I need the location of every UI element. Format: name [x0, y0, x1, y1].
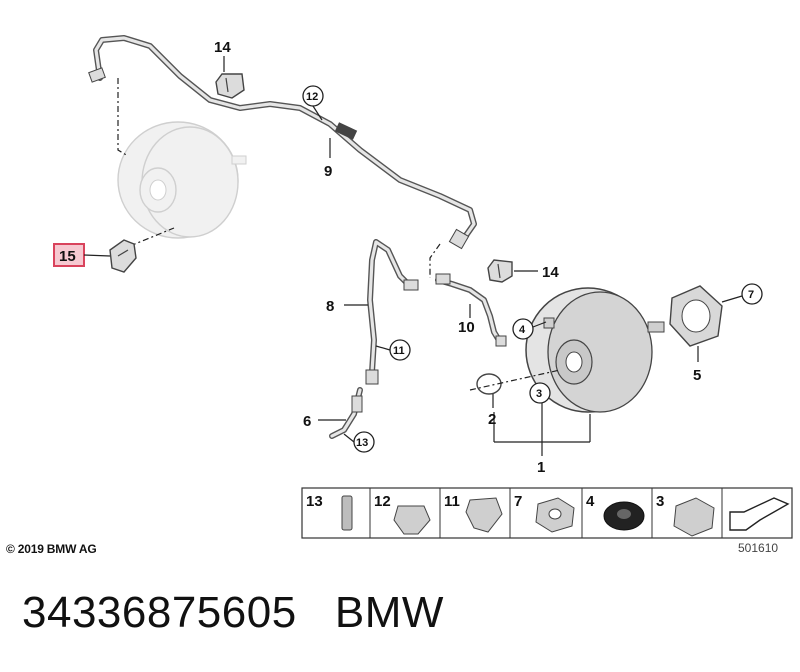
callout-8: 8	[326, 298, 334, 315]
copyright: © 2019 BMW AG	[6, 542, 97, 556]
centerline-upper-left	[117, 78, 129, 157]
svg-text:12: 12	[374, 493, 391, 510]
callout-13: 13	[356, 437, 368, 449]
callout-12: 12	[306, 91, 318, 103]
leader-7	[721, 295, 743, 303]
callout-3-circle	[529, 382, 551, 404]
centerline-valve	[129, 227, 175, 247]
callout-1: 1	[537, 459, 545, 476]
leader-13	[343, 433, 355, 443]
arrow-icon	[729, 497, 790, 531]
callout-10: 10	[458, 319, 475, 336]
callout-7: 7	[748, 289, 754, 301]
callout-4: 4	[519, 324, 526, 336]
callout-14-lower: 14	[542, 264, 559, 281]
ghost-brake-booster	[117, 121, 247, 239]
diagram-number: 501610	[738, 541, 779, 555]
part-2-o-ring[interactable]	[476, 373, 502, 395]
callout-5: 5	[693, 367, 701, 384]
part-number: 34336875605	[22, 588, 297, 637]
part-8-vacuum-hose[interactable]	[365, 239, 419, 385]
part-9-vacuum-hose[interactable]	[88, 35, 477, 250]
part-10-vacuum-hose[interactable]	[435, 273, 507, 347]
legend-item-13[interactable]: 13	[306, 493, 353, 531]
leader-11	[375, 345, 391, 351]
callout-14-upper: 14	[214, 39, 231, 56]
leader-4	[532, 321, 547, 328]
part-15-check-valve[interactable]	[109, 239, 137, 273]
legend-item-7[interactable]: 7	[514, 493, 575, 533]
callout-4-circle	[512, 318, 534, 340]
legend-item-12[interactable]: 12	[374, 493, 431, 535]
callout-3: 3	[536, 388, 542, 400]
callout-11: 11	[393, 345, 405, 357]
centerline-booster	[469, 369, 561, 391]
callout-7-circle	[741, 283, 763, 305]
part-14-upper-holder[interactable]	[215, 73, 245, 99]
leader-12	[312, 105, 323, 121]
part-14-lower-holder[interactable]	[487, 259, 513, 283]
legend-item-11[interactable]: 11	[444, 493, 503, 533]
svg-text:13: 13	[306, 493, 323, 510]
svg-text:4: 4	[586, 493, 595, 510]
footer-caption: 34336875605 BMW	[22, 588, 444, 638]
centerline-middle	[429, 243, 441, 278]
leader-15	[83, 254, 111, 257]
part-1-brake-booster[interactable]	[525, 287, 665, 413]
callout-6: 6	[303, 413, 311, 430]
legend-item-4[interactable]: 4	[586, 493, 645, 531]
brand-name: BMW	[334, 588, 444, 637]
svg-text:3: 3	[656, 493, 664, 510]
callout-15: 15	[59, 248, 76, 265]
svg-text:7: 7	[514, 493, 522, 510]
callout-9: 9	[324, 163, 332, 180]
svg-text:11: 11	[444, 493, 460, 510]
callout-2: 2	[488, 411, 496, 428]
legend-item-3[interactable]: 3	[656, 493, 715, 537]
part-6-valve[interactable]	[329, 387, 363, 439]
parts-diagram: 15 9 12 14 8 11 6 13	[53, 35, 793, 539]
legend-strip: 13 12 11 7 4 3	[301, 487, 793, 539]
part-5-gasket[interactable]	[669, 285, 723, 347]
